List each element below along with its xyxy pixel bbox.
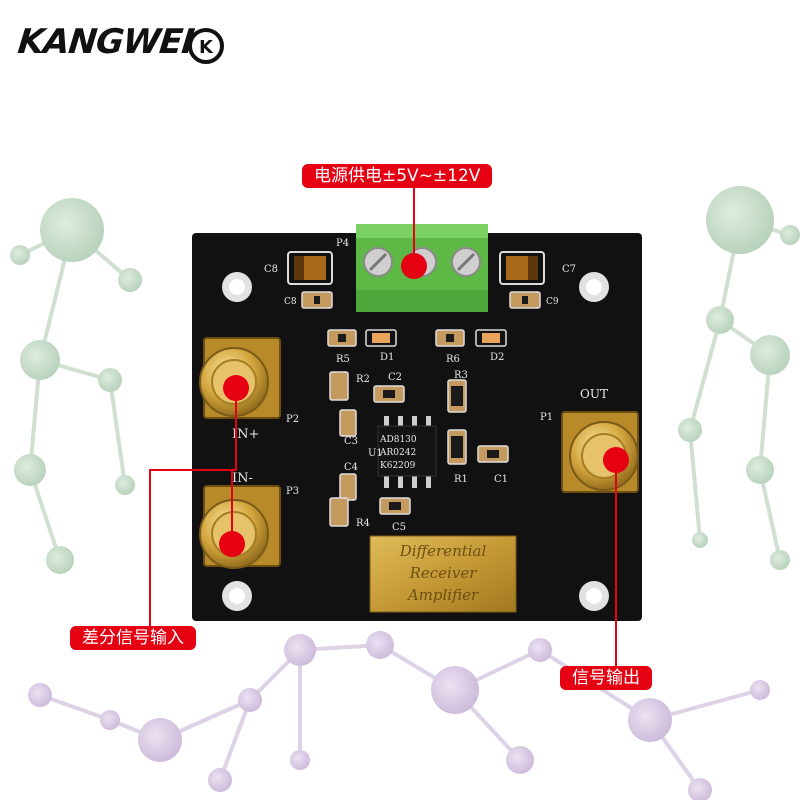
marker-power-terminal: [401, 253, 427, 279]
label-c2: C2: [388, 372, 402, 383]
network-nodes-purple: [28, 631, 770, 802]
gold-name-plate: Differential Receiver Amplifier: [369, 535, 517, 613]
svg-text:K: K: [199, 37, 214, 58]
label-d2: D2: [490, 352, 504, 363]
callout-signal-output: 信号输出: [560, 666, 652, 690]
label-c7: C7: [562, 264, 576, 275]
marker-in-minus: [219, 531, 245, 557]
label-r6: R6: [446, 354, 460, 365]
ic-chip-ad8130: [377, 416, 437, 488]
label-p2: P2: [286, 414, 299, 425]
label-r1: R1: [454, 474, 468, 485]
chip-line-1: AD8130: [379, 435, 417, 445]
label-r4: R4: [356, 518, 370, 529]
label-r3: R3: [454, 370, 468, 381]
silkscreen-labels: P4 C8 C8 C7 C9 R5 D1 R6 D2 R2 C2 R3 C3 U…: [232, 238, 608, 533]
label-c1: C1: [494, 474, 508, 485]
label-r5: R5: [336, 354, 350, 365]
network-nodes-green: [10, 186, 800, 574]
label-c3: C3: [344, 436, 358, 447]
label-out: OUT: [580, 387, 608, 401]
label-in-minus: IN-: [232, 471, 253, 486]
label-c8: C8: [284, 297, 297, 307]
tantalum-capacitors: [287, 251, 545, 285]
chip-line-2: AR0242: [379, 448, 416, 458]
label-in-plus: IN+: [232, 427, 259, 442]
plate-line-1: Differential: [399, 542, 487, 560]
label-p4: P4: [336, 238, 349, 249]
smd-components: [301, 291, 541, 527]
plate-line-3: Amplifier: [406, 586, 479, 604]
label-d1: D1: [380, 352, 394, 363]
label-u1: U1: [368, 448, 383, 459]
mounting-holes: [222, 272, 609, 611]
label-r2: R2: [356, 374, 370, 385]
callout-power-supply: 电源供电±5V~±12V: [302, 164, 493, 188]
label-c9: C9: [546, 297, 559, 307]
brand-logo-icon: K: [188, 28, 224, 64]
callout-markers: [219, 253, 629, 557]
marker-out: [603, 447, 629, 473]
marker-in-plus: [223, 375, 249, 401]
brand-logo-text: KANGWEI: [15, 22, 196, 62]
label-c4: C4: [344, 462, 358, 473]
sma-connector-out: [561, 411, 639, 493]
label-c6: C8: [264, 264, 278, 275]
plate-line-2: Receiver: [409, 564, 478, 582]
callout-differential-input: 差分信号输入: [70, 626, 196, 650]
sma-connector-in-minus: [199, 485, 281, 569]
chip-line-3: K62209: [380, 461, 416, 471]
label-p1: P1: [540, 412, 553, 423]
label-p3: P3: [286, 486, 299, 497]
pcb-board: P4 C8 C8 C7 C9 R5 D1 R6 D2 R2 C2 R3 C3 U…: [192, 224, 642, 621]
label-c5: C5: [392, 522, 406, 533]
